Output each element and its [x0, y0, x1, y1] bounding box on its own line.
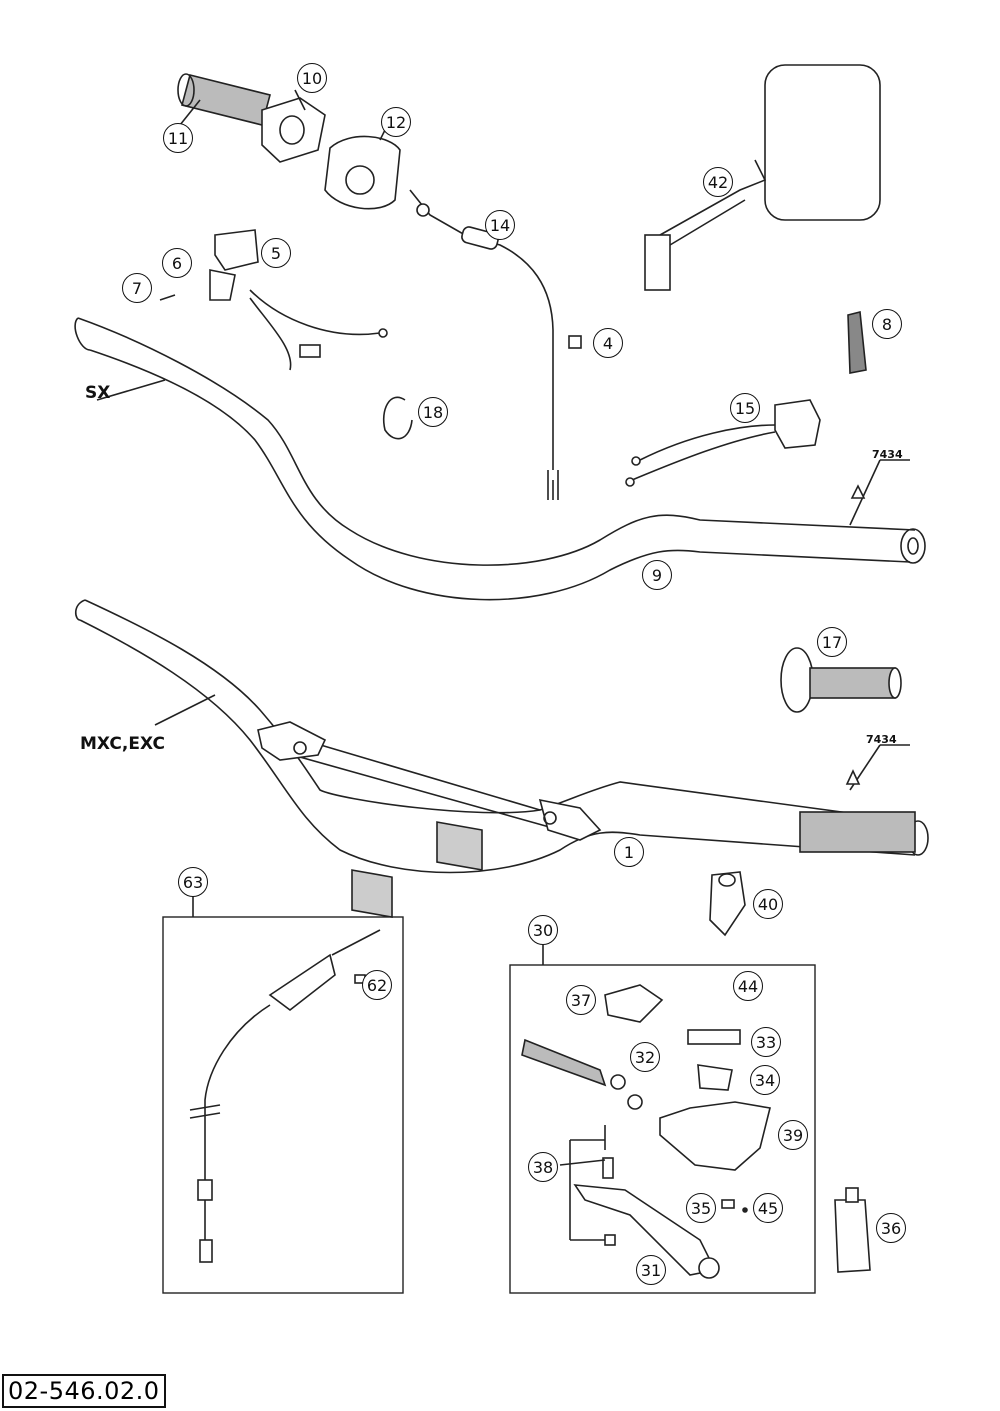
- callout-6: 6: [162, 248, 192, 278]
- callout-34: 34: [750, 1065, 780, 1095]
- callout-10: 10: [297, 63, 327, 93]
- callout-4: 4: [593, 328, 623, 358]
- callout-14: 14: [485, 210, 515, 240]
- kill-switch-5: [159, 229, 388, 371]
- callout-15: 15: [730, 393, 760, 423]
- master-cylinder-box-30: [509, 945, 816, 1294]
- model-label-sx: SX: [85, 383, 111, 403]
- callout-36: 36: [876, 1213, 906, 1243]
- callout-62: 62: [362, 970, 392, 1000]
- callout-7: 7: [122, 273, 152, 303]
- cable-tie-18: [383, 396, 413, 440]
- clamp-40: [709, 871, 746, 937]
- model-label-mxc-exc: MXC,EXC: [80, 734, 165, 754]
- callout-5: 5: [261, 238, 291, 268]
- oil-bottle-36: [834, 1187, 871, 1273]
- callout-42: 42: [703, 167, 733, 197]
- callout-35: 35: [686, 1193, 716, 1223]
- ref-number-lower: 7434: [866, 733, 897, 746]
- grip-17: [780, 647, 902, 713]
- callout-37: 37: [566, 985, 596, 1015]
- callout-32: 32: [630, 1042, 660, 1072]
- handlebar-mxc-exc: [74, 599, 929, 919]
- clutch-cable-box-63: [162, 895, 404, 1294]
- callout-12: 12: [381, 107, 411, 137]
- callout-40: 40: [753, 889, 783, 919]
- callout-17: 17: [817, 627, 847, 657]
- callout-1: 1: [614, 837, 644, 867]
- callout-30: 30: [528, 915, 558, 945]
- handlebar-sx: [74, 317, 926, 601]
- throttle-assembly: [177, 73, 326, 163]
- callout-38: 38: [528, 1152, 558, 1182]
- switch-15: [625, 399, 821, 487]
- loctite-tube-8: [847, 311, 867, 374]
- callout-63: 63: [178, 867, 208, 897]
- callout-44: 44: [733, 971, 763, 1001]
- callout-11: 11: [163, 123, 193, 153]
- ref-number-upper: 7434: [872, 448, 903, 461]
- callout-45: 45: [753, 1193, 783, 1223]
- callout-33: 33: [751, 1027, 781, 1057]
- drawing-code: 02-546.02.0: [2, 1374, 166, 1408]
- callout-31: 31: [636, 1255, 666, 1285]
- callout-8: 8: [872, 309, 902, 339]
- callout-18: 18: [418, 397, 448, 427]
- callout-39: 39: [778, 1120, 808, 1150]
- cover-12: [324, 129, 401, 210]
- callout-9: 9: [642, 560, 672, 590]
- mirror-42: [644, 64, 881, 291]
